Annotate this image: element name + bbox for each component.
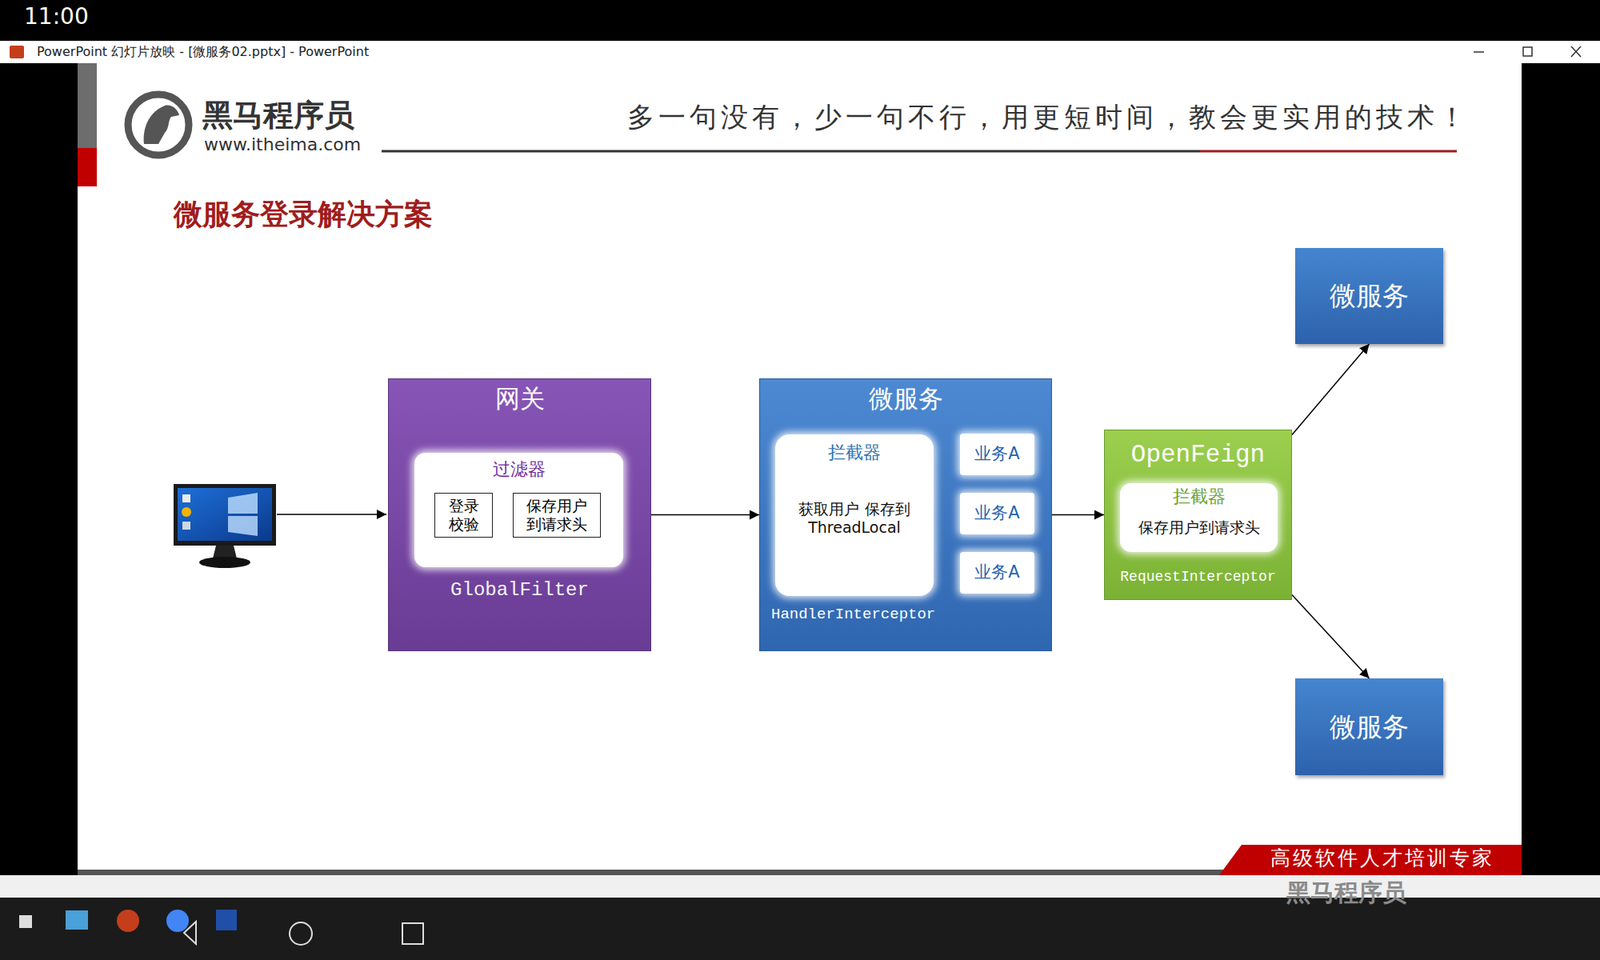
logo-icon	[128, 94, 189, 156]
footer-slogan: 高级软件人才培训专家	[1270, 846, 1495, 871]
microservice-box: 微服务	[1295, 248, 1444, 344]
node-heading: 拦截器	[1120, 486, 1278, 508]
connector-arrow	[651, 514, 760, 516]
logo-url: www.itheima.com	[204, 134, 361, 156]
header-rule	[381, 150, 1200, 153]
node-text: 保存用户到请求头	[1120, 518, 1278, 537]
business-box: 业务A	[960, 433, 1035, 476]
node-text: HandlerInterceptor	[760, 605, 1052, 624]
node-heading: 保存用户 到请求头	[515, 496, 599, 534]
footer-banner	[1219, 844, 1522, 876]
node-heading: 业务A	[960, 562, 1035, 583]
header-rule-red	[1200, 150, 1457, 153]
node-heading: 微服务	[1295, 711, 1444, 744]
node-heading: 网关	[388, 384, 651, 414]
client-arrow	[276, 513, 387, 516]
node-heading: 登录 校验	[436, 496, 491, 534]
filter-box: 过滤器登录 校验保存用户 到请求头	[414, 452, 624, 568]
node-heading: 业务A	[960, 444, 1035, 464]
window-buttons	[1473, 46, 1581, 57]
app-icon	[9, 45, 24, 59]
node-heading: 微服务	[760, 384, 1052, 414]
openfeign-box: OpenFeignRequestInterceptor 拦截器保存用户到请求头	[1104, 429, 1292, 600]
status-bar	[0, 0, 1600, 41]
microservice-box: 微服务 HandlerInterceptor 拦截器获取用户 保存到ThreadLo…	[759, 378, 1052, 652]
status-time: 11:00	[24, 3, 89, 31]
taskbar-icons	[19, 909, 424, 945]
connector-arrow	[1292, 344, 1370, 435]
node-heading: 微服务	[1295, 280, 1444, 312]
node-heading: 业务A	[960, 503, 1035, 524]
node-text: 获取用户 保存到ThreadLocal	[775, 500, 934, 537]
node-text: GlobalFilter	[388, 579, 651, 603]
node-heading: OpenFeign	[1104, 440, 1292, 470]
interceptor-box: 拦截器保存用户到请求头	[1120, 483, 1278, 552]
logo-name: 黑马程序员	[202, 97, 355, 135]
node-heading: 拦截器	[775, 442, 934, 464]
taskbar	[0, 897, 1600, 960]
business-box: 业务A	[960, 552, 1035, 594]
window-title-bar	[0, 40, 1600, 64]
connector-arrow	[1052, 514, 1104, 516]
step-box: 保存用户 到请求头	[512, 492, 601, 538]
node-heading: 过滤器	[414, 459, 624, 480]
microservice-box: 微服务	[1295, 678, 1444, 776]
node-text: RequestInterceptor	[1104, 568, 1292, 587]
side-bar-red	[77, 148, 97, 187]
slide-title: 微服务登录解决方案	[173, 196, 433, 232]
window-title: PowerPoint 幻灯片放映 - [微服务02.pptx] - PowerP…	[36, 44, 369, 60]
watermark: 黑马程序员	[1286, 878, 1407, 908]
slide	[77, 63, 1522, 876]
interceptor-box: 拦截器获取用户 保存到ThreadLocal	[775, 434, 934, 596]
computer-monitor	[173, 484, 276, 568]
business-box: 业务A	[960, 492, 1035, 535]
gateway-box: 网关 GlobalFilter 过滤器登录 校验保存用户 到请求头	[388, 378, 652, 652]
step-box: 登录 校验	[434, 492, 493, 538]
connector-arrow	[1292, 595, 1370, 679]
slogan: 多一句没有，少一句不行，用更短时间，教会更实用的技术！	[627, 100, 1470, 134]
side-bar-grey	[77, 63, 97, 148]
